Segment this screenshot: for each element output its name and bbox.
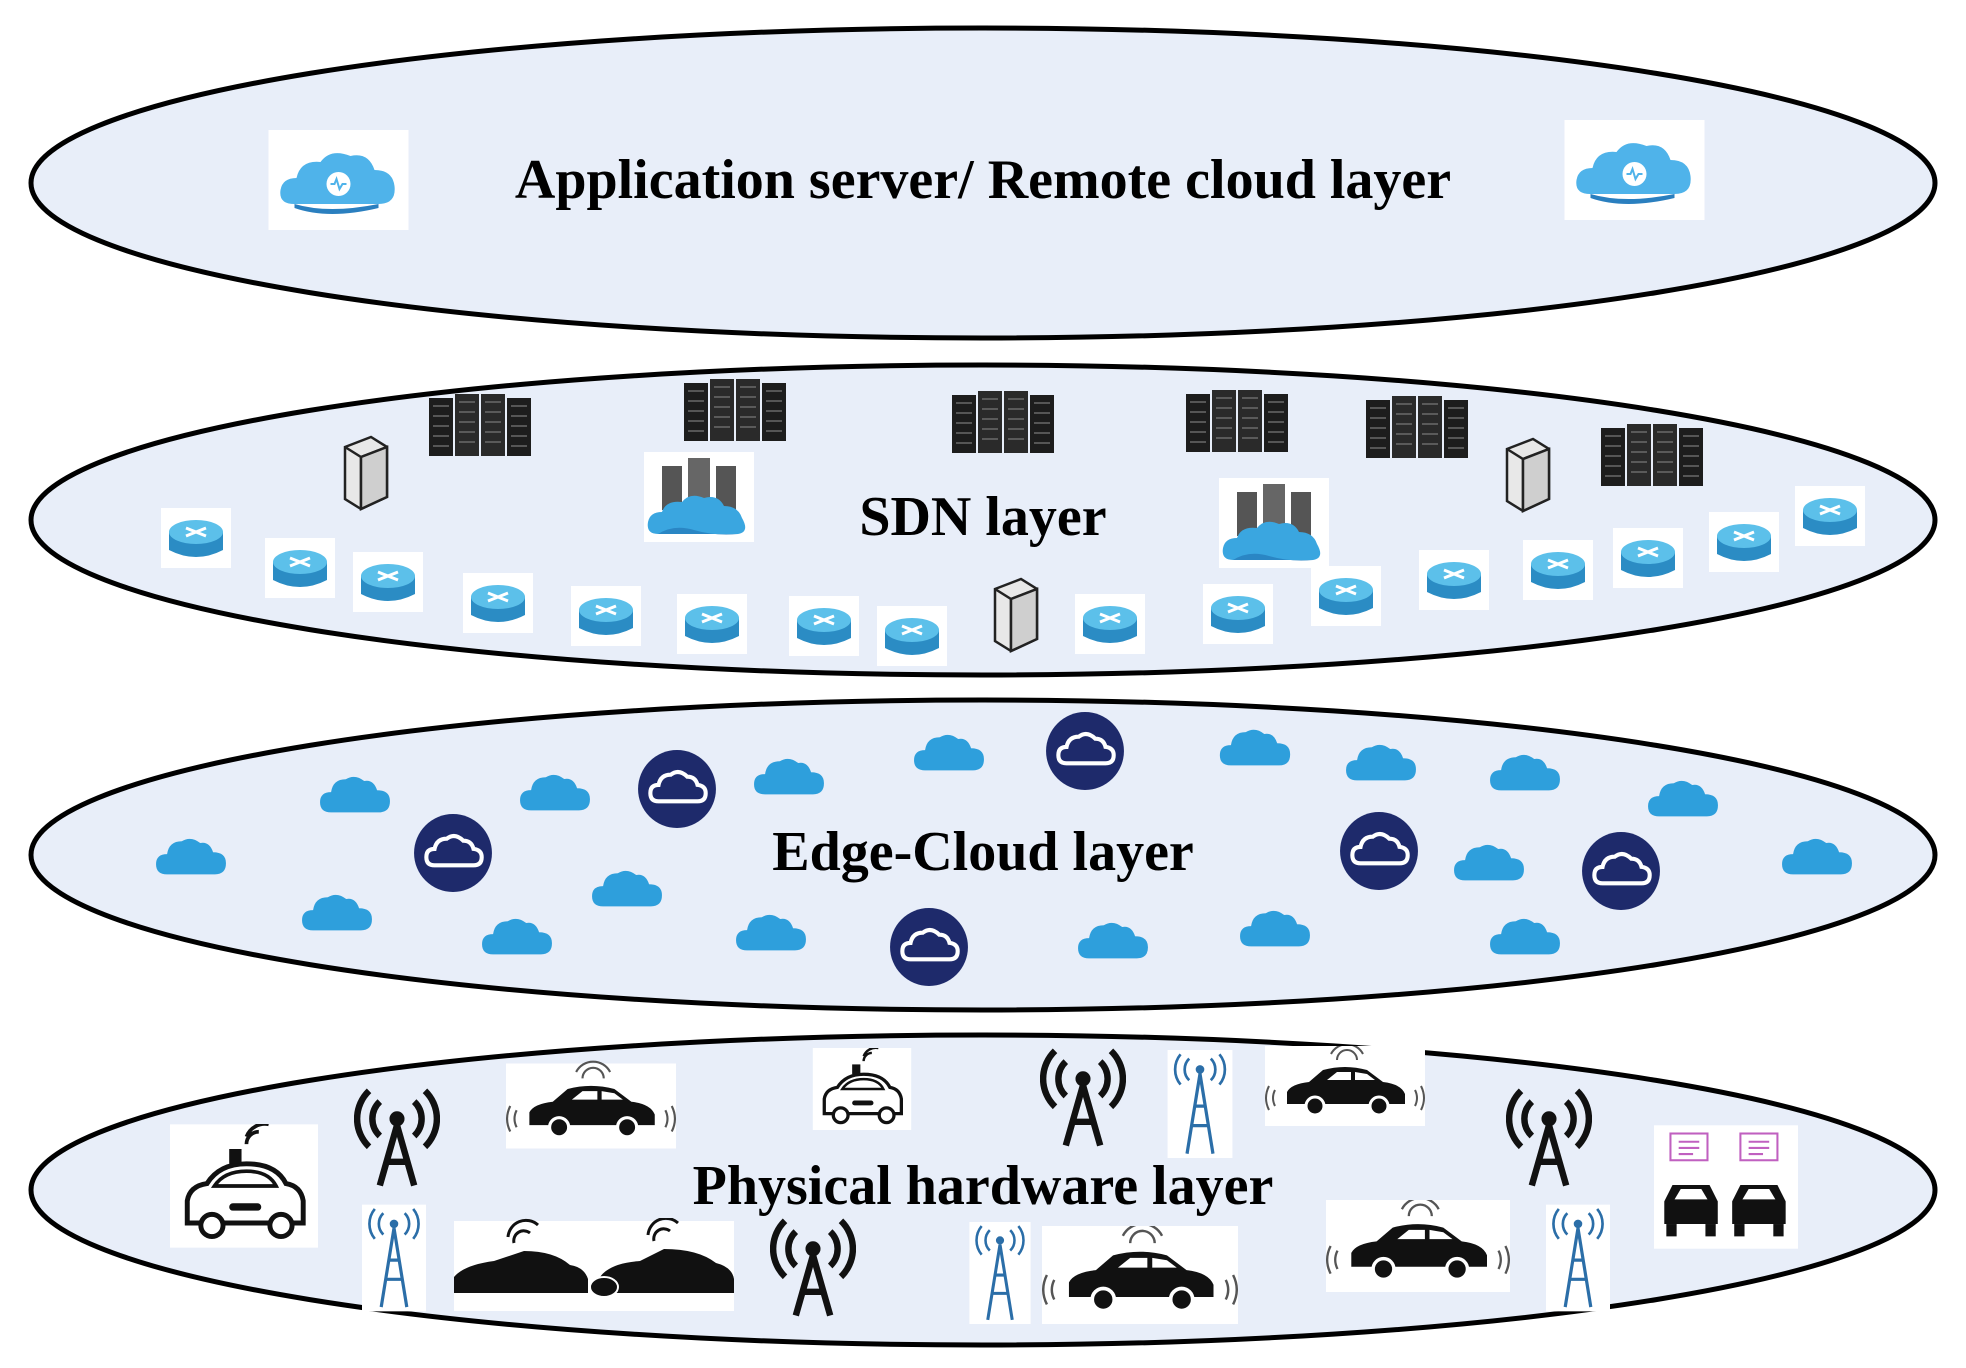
autonomous-car-icon bbox=[170, 1124, 318, 1248]
firewall-icon bbox=[343, 435, 389, 511]
sdn-layer: SDN layer bbox=[28, 362, 1938, 678]
router-icon bbox=[570, 586, 642, 646]
firewall-icon bbox=[1505, 437, 1551, 513]
cell-tower-icon bbox=[968, 1222, 1032, 1324]
router-icon bbox=[1522, 540, 1594, 600]
router-icon bbox=[1418, 550, 1490, 610]
iot-cloud-icon bbox=[267, 130, 410, 230]
cloud-datacenter-icon bbox=[644, 452, 754, 542]
cell-tower-icon bbox=[1166, 1050, 1234, 1158]
connected-car-icon bbox=[506, 1062, 676, 1149]
autonomous-car-icon bbox=[813, 1048, 911, 1130]
cell-tower-icon bbox=[362, 1204, 426, 1312]
router-icon bbox=[1202, 584, 1274, 644]
router-icon bbox=[676, 594, 748, 654]
router-icon bbox=[1708, 512, 1780, 572]
edge-cloud-layer: Edge-Cloud layer bbox=[28, 697, 1938, 1013]
cloud-badge-icon bbox=[1582, 832, 1660, 910]
sdn-layer-label: SDN layer bbox=[859, 486, 1106, 548]
cloud-badge-icon bbox=[638, 750, 716, 828]
router-icon bbox=[1310, 566, 1382, 626]
router-icon bbox=[1612, 528, 1684, 588]
application-layer-ellipse bbox=[28, 25, 1938, 341]
v2v-cars-icon bbox=[454, 1218, 734, 1313]
edge-cloud-layer-label: Edge-Cloud layer bbox=[772, 821, 1194, 883]
physical-hardware-layer: Physical hardware layer bbox=[28, 1032, 1938, 1348]
router-icon bbox=[788, 596, 860, 656]
application-layer: Application server/ Remote cloud layer bbox=[28, 25, 1938, 341]
physical-hardware-layer-label: Physical hardware layer bbox=[693, 1155, 1274, 1217]
router-icon bbox=[264, 538, 336, 598]
connected-car-icon bbox=[1042, 1226, 1238, 1324]
application-layer-label: Application server/ Remote cloud layer bbox=[515, 149, 1451, 211]
cloud-badge-icon bbox=[1340, 812, 1418, 890]
cloud-badge-icon bbox=[1046, 712, 1124, 790]
cell-tower-icon bbox=[1546, 1204, 1610, 1312]
iot-cloud-icon bbox=[1563, 120, 1706, 220]
router-icon bbox=[352, 552, 424, 612]
connected-car-icon bbox=[1326, 1200, 1510, 1292]
router-icon bbox=[1074, 594, 1146, 654]
v2v-cars-icon bbox=[1654, 1124, 1798, 1250]
router-icon bbox=[462, 573, 534, 633]
sdn-controller-icon bbox=[1219, 478, 1329, 568]
cloud-badge-icon bbox=[414, 814, 492, 892]
router-icon bbox=[160, 508, 232, 568]
router-icon bbox=[876, 606, 948, 666]
firewall-icon bbox=[993, 577, 1039, 653]
cloud-badge-icon bbox=[890, 908, 968, 986]
router-icon bbox=[1794, 486, 1866, 546]
connected-car-icon bbox=[1263, 1046, 1427, 1126]
